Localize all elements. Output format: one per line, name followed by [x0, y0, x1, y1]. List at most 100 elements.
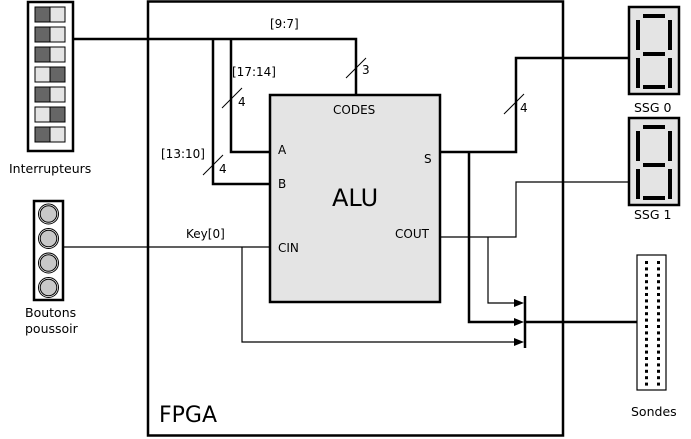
probe-pin	[657, 331, 660, 335]
s-output-bus	[440, 56, 637, 324]
push-button	[38, 228, 59, 249]
probe-pin	[645, 318, 648, 322]
switch-bank	[26, 0, 75, 153]
probe-pin	[657, 286, 660, 290]
switch	[34, 6, 66, 23]
probe-pin	[645, 273, 648, 277]
a-width-label: 4	[238, 95, 246, 109]
alu-port-cin: CIN	[278, 241, 299, 255]
probe-pin	[657, 280, 660, 284]
switch	[34, 106, 66, 123]
probe-pin	[645, 337, 648, 341]
segment	[668, 58, 672, 88]
alu-label: ALU	[332, 184, 378, 212]
codes-range-label: [9:7]	[270, 17, 299, 31]
cin-wire	[63, 246, 520, 343]
b-width-label: 4	[219, 162, 227, 176]
alu-box	[268, 93, 442, 304]
probe-pin	[645, 305, 648, 309]
ssg1-label: SSG 1	[634, 207, 671, 222]
probe-pin	[645, 382, 648, 386]
probe-pin	[657, 305, 660, 309]
probe-pin	[645, 357, 648, 360]
probe-pin	[645, 344, 648, 348]
segment	[643, 163, 665, 167]
segment	[636, 20, 640, 50]
a-range-label: [17:14]	[232, 65, 276, 79]
segment	[668, 169, 672, 199]
push-buttons-label-1: Boutons	[25, 305, 76, 320]
probe-pin	[657, 273, 660, 277]
bus-ticks	[202, 57, 525, 176]
alu-port-s: S	[424, 152, 432, 166]
fpga-box	[146, 0, 565, 437]
probe-pin	[645, 350, 648, 354]
probe-pin	[645, 280, 648, 284]
segment	[643, 52, 665, 56]
segment	[636, 131, 640, 161]
fpga-label: FPGA	[159, 403, 217, 428]
probe-pin	[645, 369, 648, 373]
probe-pin	[645, 363, 648, 367]
switch	[34, 66, 66, 83]
segment	[668, 131, 672, 161]
probe-pin	[645, 299, 648, 303]
probe-pin	[657, 363, 660, 367]
probe-pin	[657, 261, 660, 264]
switch-bank-label: Interrupteurs	[9, 161, 91, 176]
ssg0-label: SSG 0	[634, 100, 672, 115]
probe-pin	[657, 299, 660, 303]
segment	[636, 58, 640, 88]
push-button	[38, 203, 59, 225]
segment	[643, 125, 665, 129]
s-width-label: 4	[520, 101, 528, 115]
probe-connector	[636, 254, 667, 391]
codes-width-label: 3	[362, 63, 370, 77]
probe-pin	[645, 325, 648, 328]
probe-pin	[657, 350, 660, 354]
push-button	[38, 277, 59, 298]
arrow-icons	[514, 299, 524, 346]
segment	[643, 85, 665, 89]
probe-pin	[657, 376, 660, 380]
probe-pin	[657, 344, 660, 348]
probe-pin	[645, 286, 648, 290]
probe-pin	[657, 337, 660, 341]
probe-pin	[657, 318, 660, 322]
push-buttons-label-2: poussoir	[25, 321, 79, 336]
switch	[34, 46, 66, 63]
switch	[34, 26, 66, 43]
probe-pin	[657, 369, 660, 373]
probe-pin	[657, 267, 660, 271]
probe-connector-label: Sondes	[631, 404, 677, 419]
seven-segment-display-0	[627, 5, 681, 96]
probe-pin	[657, 325, 660, 328]
segment	[636, 169, 640, 199]
switch-bus	[73, 37, 358, 186]
b-range-label: [13:10]	[161, 147, 205, 161]
alu-port-cout: COUT	[395, 227, 430, 241]
probe-pin	[645, 293, 648, 296]
probe-pin	[645, 261, 648, 264]
cout-output-wire	[440, 181, 629, 304]
segment	[643, 14, 665, 18]
alu-port-a: A	[278, 143, 287, 157]
push-buttons	[32, 199, 65, 302]
alu-port-b: B	[278, 177, 286, 191]
seven-segment-display-1	[627, 116, 681, 207]
alu-port-codes: CODES	[333, 103, 375, 117]
push-button	[38, 252, 59, 274]
probe-pin	[657, 312, 660, 316]
segment	[643, 196, 665, 200]
probe-pin	[645, 331, 648, 335]
probe-pin	[645, 267, 648, 271]
probe-pin	[657, 293, 660, 296]
segment	[668, 20, 672, 50]
probe-pin	[657, 382, 660, 386]
probe-pin	[645, 312, 648, 316]
probe-pin	[657, 357, 660, 360]
cin-signal-label: Key[0]	[186, 227, 225, 241]
probe-pin	[645, 376, 648, 380]
switch	[34, 86, 66, 103]
